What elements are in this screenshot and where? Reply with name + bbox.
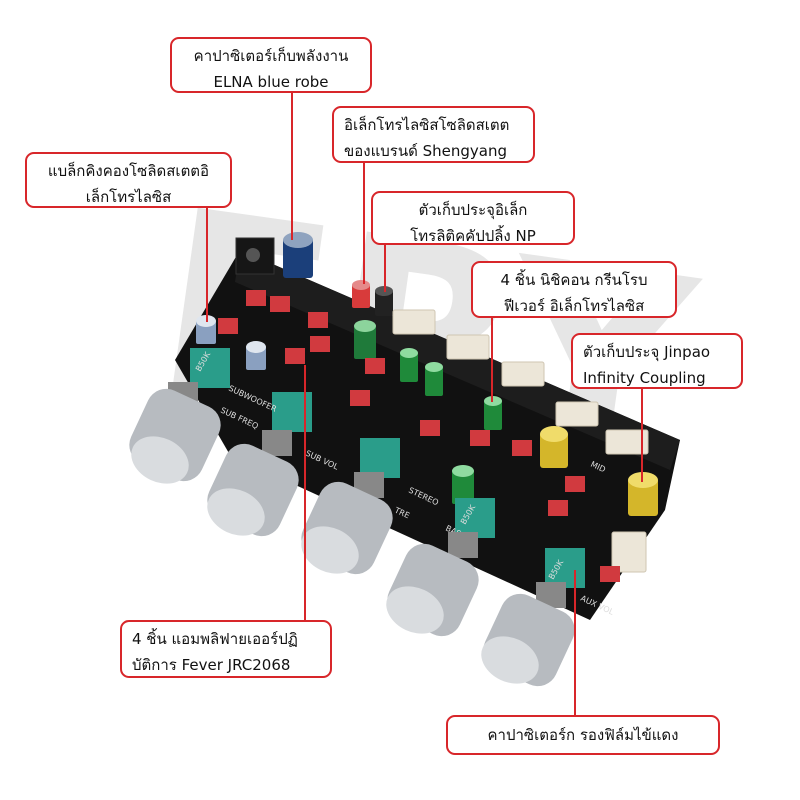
red-film-caps: [218, 290, 620, 582]
callout-film: คาปาซิเตอร์ก รองฟิล์มไข้แดง: [446, 715, 720, 755]
nichicon-cap-1: [400, 348, 418, 382]
solid-cap-mid: [246, 341, 266, 370]
callout-film-line1: คาปาซิเตอร์ก รองฟิล์มไข้แดง: [487, 726, 679, 744]
callout-elna: คาปาซิเตอร์เก็บพลังงาน ELNA blue robe: [170, 37, 372, 93]
callout-jinpao-line2: Infinity Coupling: [583, 369, 706, 387]
nichicon-cap-2: [425, 362, 443, 396]
callout-nichicon-line1: 4 ชิ้น นิชิคอน กรีนโรบ: [500, 271, 648, 289]
knob-3: [301, 472, 393, 575]
jinpao-cap-1: [540, 426, 568, 468]
nichicon-cap-4: [452, 465, 474, 504]
elna-capacitor: [283, 232, 313, 278]
knob-4: [386, 532, 479, 637]
knob-5: [481, 582, 575, 687]
knob-2: [207, 430, 299, 537]
callout-jrc2068: 4 ชิ้น แอมพลิฟายเออร์ปฏิ บัติการ Fever J…: [120, 620, 332, 678]
callout-elna-line1: คาปาซิเตอร์เก็บพลังงาน: [193, 47, 349, 65]
callout-np: ตัวเก็บประจุอิเล็ก โทรลิติคคัปปลิ้ง NP: [371, 191, 575, 245]
callout-elna-line2: ELNA blue robe: [213, 73, 329, 91]
callout-nichicon: 4 ชิ้น นิชิคอน กรีนโรบ ฟีเวอร์ อิเล็กโทร…: [471, 261, 677, 318]
callout-np-line2: โทรลิติคคัปปลิ้ง NP: [410, 227, 536, 245]
callout-jrc2068-line1: 4 ชิ้น แอมพลิฟายเออร์ปฏิ: [132, 630, 298, 648]
callout-jinpao-line1: ตัวเก็บประจุ Jinpao: [583, 343, 711, 361]
callout-jrc2068-line2: บัติการ Fever JRC2068: [132, 656, 291, 674]
shengyang-cap-1: [352, 280, 370, 308]
callout-jinpao: ตัวเก็บประจุ Jinpao Infinity Coupling: [571, 333, 743, 389]
callout-np-line1: ตัวเก็บประจุอิเล็ก: [418, 201, 528, 219]
callout-shengyang-line1: อิเล็กโทรไลซิสโซลิดสเตต: [344, 116, 510, 134]
callout-blocking-line1: แบล็กคิงคองโซลิดสเตตอิ: [47, 162, 210, 180]
leader-lines: [206, 93, 643, 715]
np-capacitor: [354, 320, 376, 359]
connector-row: [392, 309, 649, 573]
knob-1: [129, 382, 221, 484]
callout-blocking-line2: เล็กโทรไลซิส: [85, 188, 172, 206]
callout-nichicon-line2: ฟีเวอร์ อิเล็กโทรไลซิส: [503, 297, 645, 315]
callout-shengyang: อิเล็กโทรไลซิสโซลิดสเตต ของแบรนด์ Shengy…: [332, 106, 535, 163]
callout-shengyang-line2: ของแบรนด์ Shengyang: [344, 142, 507, 160]
callout-blocking: แบล็กคิงคองโซลิดสเตตอิ เล็กโทรไลซิส: [25, 152, 232, 208]
